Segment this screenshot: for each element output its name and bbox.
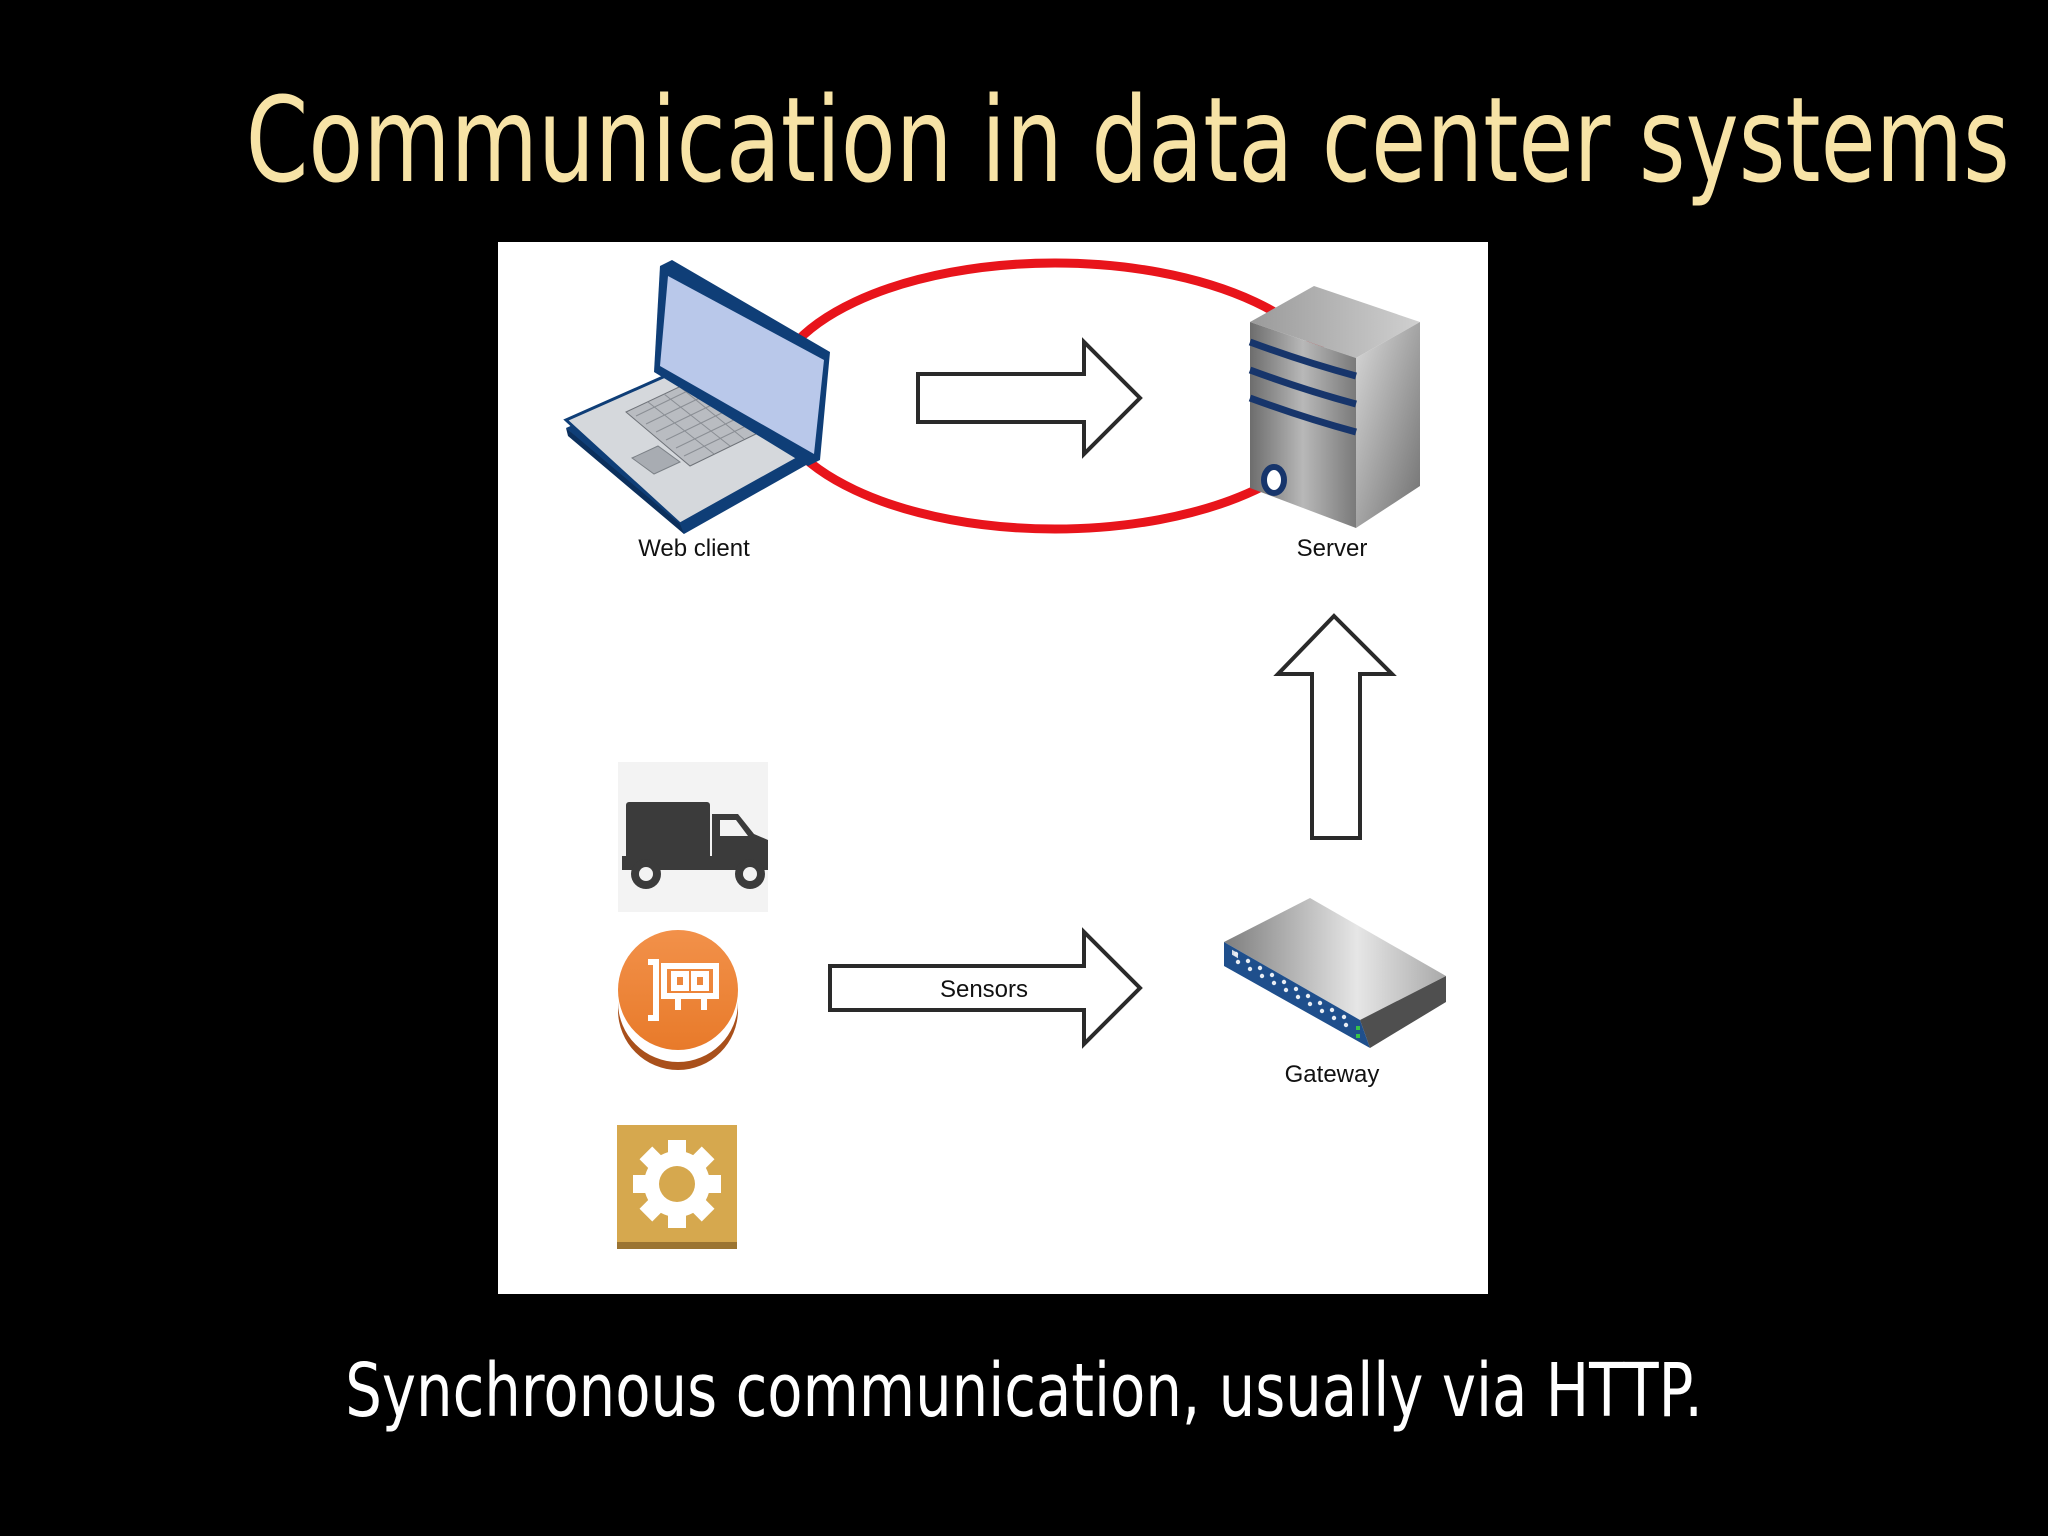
truck-icon (618, 762, 768, 912)
diagram-panel: Web client Server Sensors (498, 242, 1488, 1294)
network-switch-icon (1224, 898, 1446, 1048)
arrow-gateway-to-server (1273, 613, 1397, 840)
server-tower-icon (1248, 286, 1420, 528)
gateway-label: Gateway (1285, 1061, 1380, 1088)
web-client-label: Web client (638, 535, 750, 562)
slide-title: Communication in data center systems (245, 71, 2010, 209)
slide-subtitle: Synchronous communication, usually via H… (345, 1348, 1703, 1434)
diagram-canvas: Web client Server Sensors (563, 258, 1446, 1249)
arrow-client-to-server (916, 337, 1143, 459)
server-label: Server (1297, 535, 1368, 562)
sensors-arrow-label: Sensors (940, 976, 1028, 1003)
gear-icon (617, 1125, 737, 1249)
laptop-icon (563, 260, 830, 534)
arrow-sensors-to-gateway (828, 927, 1143, 1049)
sensor-card-icon (618, 930, 738, 1070)
